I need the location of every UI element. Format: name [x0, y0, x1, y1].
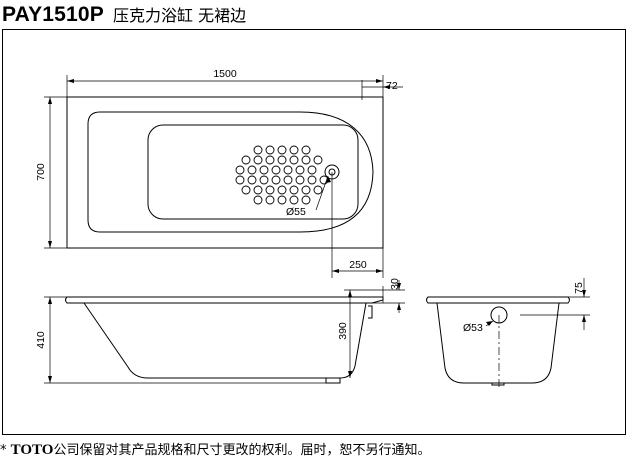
anti-slip-dot	[247, 165, 257, 175]
anti-slip-dot	[307, 175, 317, 185]
dim-total-height: 410	[35, 331, 47, 349]
anti-slip-dot	[301, 155, 311, 165]
top-view	[66, 96, 384, 249]
anti-slip-dot	[253, 185, 263, 195]
dim-rim-offset: 72	[386, 80, 398, 92]
anti-slip-dot	[313, 185, 323, 195]
anti-slip-dot	[247, 175, 257, 185]
model-number: PAY1510P	[2, 3, 105, 26]
drawing-frame	[2, 29, 626, 435]
tub-body-side	[83, 302, 367, 379]
footer-text: 公司保留对其产品规格和尺寸更改的权利。届时，恕不另行通知。	[53, 443, 431, 458]
anti-slip-dot	[265, 195, 275, 205]
anti-slip-dot	[235, 175, 245, 185]
footer-notice: * TOTO公司保留对其产品规格和尺寸更改的权利。届时，恕不另行通知。	[0, 439, 430, 459]
anti-slip-dot	[295, 175, 305, 185]
dim-drain-diameter-end: Ø53	[463, 322, 483, 334]
anti-slip-dot	[277, 145, 287, 155]
anti-slip-dot	[289, 195, 299, 205]
anti-slip-dot	[241, 185, 251, 195]
anti-slip-dot	[283, 175, 293, 185]
anti-slip-dot	[235, 165, 245, 175]
anti-slip-dot	[253, 195, 263, 205]
anti-slip-dot	[259, 175, 269, 185]
tub-floor-top	[147, 124, 359, 220]
tub-rim-end	[426, 296, 570, 304]
anti-slip-dot	[295, 165, 305, 175]
anti-slip-dot	[301, 195, 311, 205]
anti-slip-dot	[241, 155, 251, 165]
anti-slip-dot	[277, 155, 287, 165]
anti-slip-dot	[277, 185, 287, 195]
anti-slip-dot	[259, 165, 269, 175]
dimension-lines-top	[44, 75, 403, 278]
anti-slip-dot	[271, 175, 281, 185]
dim-end-rim-height: 75	[573, 282, 585, 294]
anti-slip-dot	[283, 165, 293, 175]
dim-width: 700	[35, 163, 47, 181]
anti-slip-dot	[253, 155, 263, 165]
dim-rim-height: 30	[389, 278, 401, 290]
tub-body-end	[436, 302, 560, 384]
brand-name: TOTO	[10, 442, 54, 458]
anti-slip-dot	[313, 155, 323, 165]
dimension-arrows-end	[486, 290, 586, 326]
dimension-arrows-side	[48, 283, 401, 383]
dim-drain-offset: 250	[349, 259, 367, 271]
dimension-arrows-top	[48, 79, 390, 273]
product-description: 压克力浴缸 无裙边	[113, 6, 247, 25]
anti-slip-dot	[253, 145, 263, 155]
anti-slip-dot	[265, 185, 275, 195]
dim-inner-depth: 390	[337, 322, 349, 340]
footer-asterisk: *	[0, 443, 7, 458]
side-view	[65, 296, 384, 384]
anti-slip-dot	[301, 185, 311, 195]
anti-slip-dot	[289, 185, 299, 195]
anti-slip-dot	[289, 155, 299, 165]
dim-drain-diameter-top: Ø55	[286, 206, 306, 218]
tub-outline-top	[66, 96, 384, 249]
page-title: PAY1510P 压克力浴缸 无裙边	[2, 2, 246, 28]
tub-foot-end	[491, 383, 505, 386]
tub-foot-side	[325, 378, 341, 384]
dim-length: 1500	[213, 68, 237, 80]
overflow-side	[368, 305, 373, 319]
anti-slip-dot	[265, 155, 275, 165]
anti-slip-dot	[271, 165, 281, 175]
tub-basin-top	[87, 111, 374, 233]
anti-slip-pattern	[235, 145, 329, 205]
anti-slip-dot	[265, 145, 275, 155]
anti-slip-dot	[301, 145, 311, 155]
anti-slip-dot	[277, 195, 287, 205]
anti-slip-dot	[307, 165, 317, 175]
end-view	[426, 296, 570, 386]
tub-rim-side	[65, 296, 384, 304]
anti-slip-dot	[289, 145, 299, 155]
